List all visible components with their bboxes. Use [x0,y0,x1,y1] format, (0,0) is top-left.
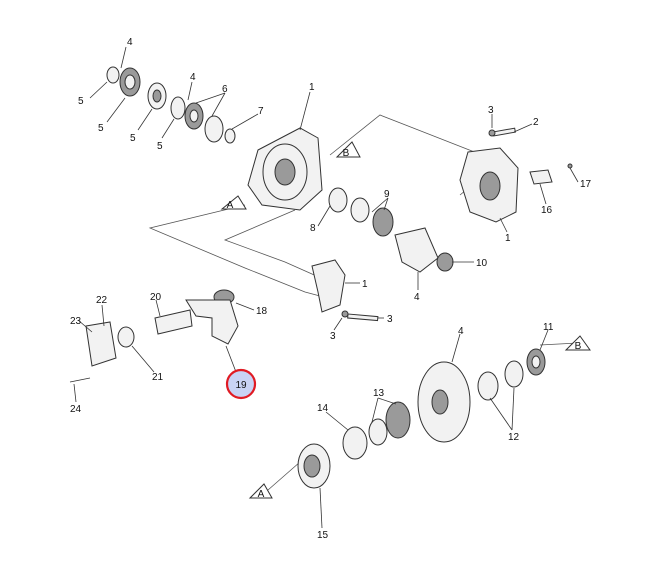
callout-4-top[interactable]: 4 [127,37,133,48]
callout-21[interactable]: 21 [152,372,164,383]
callout-17[interactable]: 17 [580,179,592,190]
callout-24[interactable]: 24 [70,404,82,415]
callout-16[interactable]: 16 [541,205,553,216]
selector-fork-assembly [69,289,239,383]
callout-4-diff[interactable]: 4 [458,326,464,337]
svg-text:A: A [227,200,234,211]
callout-10[interactable]: 10 [476,258,488,269]
callout-13[interactable]: 13 [373,388,385,399]
callout-8[interactable]: 8 [310,223,316,234]
differential-assembly-lower [297,348,546,489]
callout-2[interactable]: 2 [533,117,539,128]
svg-text:19: 19 [235,380,247,391]
callout-7[interactable]: 7 [258,106,264,117]
reference-marker-b-right: B [564,335,591,352]
callout-3-bracket[interactable]: 3 [387,314,393,325]
callout-5-c[interactable]: 5 [130,133,136,144]
bearing-stack-upper-left [106,66,236,144]
reference-marker-b-top: B [335,141,361,159]
svg-text:A: A [258,489,265,500]
callout-labels: 4 5 5 5 5 4 6 7 1 3 2 17 16 1 8 9 10 4 1… [70,37,592,541]
callout-1-cover[interactable]: 1 [505,233,511,244]
reference-marker-a-bottom: A [248,483,273,500]
callout-9[interactable]: 9 [384,189,390,200]
callout-11[interactable]: 11 [543,322,554,333]
gear-housing-center [247,127,323,211]
bracket-middle [311,259,379,322]
callout-20[interactable]: 20 [150,292,162,303]
callout-4-upper[interactable]: 4 [190,72,196,83]
callout-1-housing[interactable]: 1 [309,82,315,93]
connection-guide-lines [148,114,579,491]
highlighted-callout-19[interactable]: 19 [225,368,257,400]
callout-5-a[interactable]: 5 [78,96,84,107]
reference-marker-a-top: A [220,195,247,211]
leader-lines [73,46,579,529]
cover-plate-right [459,127,573,223]
callout-3-lower[interactable]: 3 [330,331,336,342]
callout-3-top[interactable]: 3 [488,105,494,116]
callout-4-pinion[interactable]: 4 [414,292,420,303]
callout-23[interactable]: 23 [70,316,82,327]
callout-18[interactable]: 18 [256,306,268,317]
callout-14[interactable]: 14 [317,403,329,414]
svg-text:B: B [343,148,350,159]
callout-12[interactable]: 12 [508,432,520,443]
pinion-shaft-middle [328,187,454,273]
callout-5-b[interactable]: 5 [98,123,104,134]
callout-6[interactable]: 6 [222,84,228,95]
callout-22[interactable]: 22 [96,295,108,306]
callout-1-bracket[interactable]: 1 [362,279,368,290]
svg-text:B: B [575,341,582,352]
callout-5-d[interactable]: 5 [157,141,163,152]
callout-15[interactable]: 15 [317,530,329,541]
